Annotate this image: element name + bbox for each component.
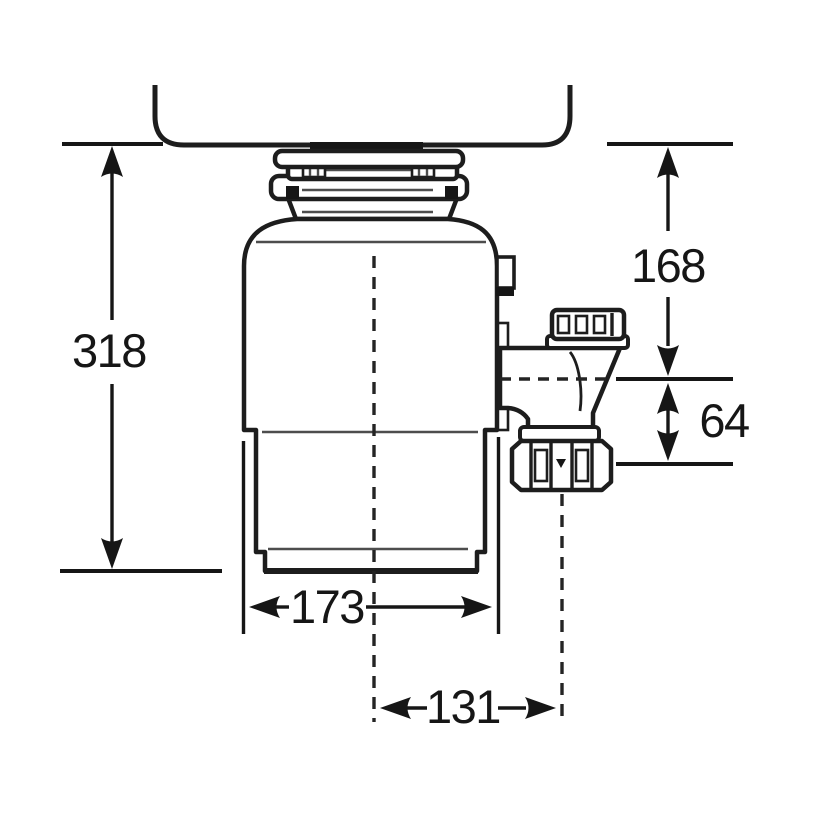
centerlines — [372, 256, 611, 722]
dimension-outlet-offset: 131 — [380, 680, 556, 733]
sink-gasket — [310, 142, 423, 152]
dimension-outlet-drop: 64 — [657, 383, 750, 461]
side-tab-base — [496, 287, 514, 296]
mount-wedge-left — [286, 186, 299, 199]
lower-nut-cell-2 — [574, 448, 590, 483]
sink-outline — [152, 85, 573, 148]
upper-trap-nut — [545, 307, 630, 350]
dimension-body-width: 173 — [241, 437, 501, 634]
sink-flange — [272, 148, 466, 170]
dim-label-outlet-offset: 131 — [426, 680, 500, 733]
arrow-down-icon — [657, 430, 679, 461]
upper-nut-cell-1 — [556, 314, 571, 335]
lower-trap-nut — [509, 425, 614, 493]
dim-label-overall-height: 318 — [72, 324, 146, 377]
lower-nut-cell-1 — [533, 448, 549, 483]
arrow-up-icon — [657, 147, 679, 178]
dim-label-outlet-drop: 64 — [699, 394, 749, 447]
dim-label-flange-to-outlet: 168 — [631, 239, 705, 292]
sink-profile — [152, 85, 573, 148]
body-outline — [241, 216, 500, 574]
dim-label-body-width: 173 — [290, 580, 364, 633]
arrow-down-icon — [657, 345, 679, 376]
arrow-left-icon — [249, 596, 280, 618]
arrow-up-icon — [101, 146, 123, 177]
arrow-right-icon — [461, 596, 492, 618]
reference-lines — [60, 142, 733, 573]
side-tab — [495, 255, 516, 290]
lower-nut-ribs — [529, 443, 594, 489]
elbow-body — [497, 345, 623, 431]
lower-nut-arrow-mark — [556, 459, 566, 468]
mounting-assembly — [268, 142, 470, 222]
disposer-body — [241, 216, 516, 574]
arrow-up-icon — [657, 383, 679, 414]
arrow-right-icon — [525, 697, 556, 719]
upper-nut-cell-2 — [574, 314, 589, 335]
outlet-elbow — [497, 307, 630, 493]
mount-wedge-right — [445, 186, 458, 199]
dimension-flange-to-outlet: 168 — [631, 147, 707, 376]
arrow-left-icon — [380, 697, 411, 719]
upper-nut-cell-3 — [592, 314, 607, 335]
dimension-overall-height: 318 — [72, 146, 148, 569]
arrow-down-icon — [101, 538, 123, 569]
